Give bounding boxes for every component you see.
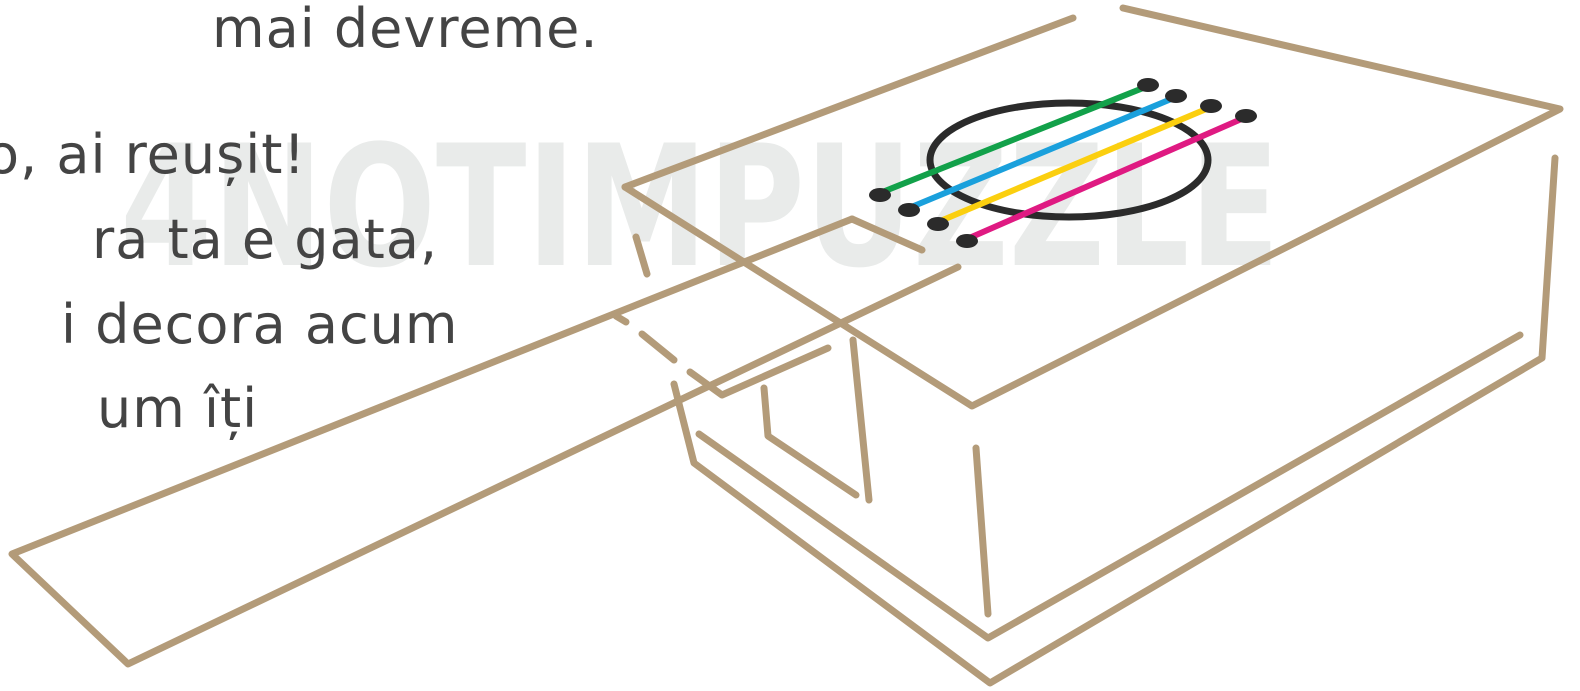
- blue-string-top-peg: [1165, 89, 1187, 103]
- magenta-string-top-peg: [1235, 109, 1257, 123]
- strings: [869, 78, 1257, 248]
- box-outline: [8, 4, 1564, 687]
- green-string: [877, 83, 1151, 196]
- box-right-side: [670, 154, 1559, 687]
- yellow-string-top-peg: [1200, 99, 1222, 113]
- neck-flap-edge: [848, 215, 926, 254]
- yellow-string: [935, 104, 1214, 225]
- lid-left-edge: [621, 14, 1077, 191]
- instruction-line-3: ra ta e gata,: [92, 208, 439, 271]
- slot-edge-3: [686, 344, 832, 399]
- slot-edge-1: [849, 336, 873, 504]
- slot-edge-2: [760, 384, 860, 499]
- magenta-string-bottom-peg: [956, 234, 978, 248]
- hidden-edge-3: [612, 312, 630, 326]
- hidden-edge-1: [632, 233, 651, 278]
- instruction-text: mai devreme. o, ai reușit! ra ta e gata,…: [0, 0, 598, 560]
- hidden-edge-2: [638, 330, 678, 364]
- watermark-text: 4NOTIMPUZZLE: [120, 109, 1280, 305]
- blue-string: [906, 94, 1179, 211]
- box-front-edge: [972, 444, 992, 618]
- neck-flap: [8, 215, 962, 668]
- lid-right-edge: [621, 4, 1564, 410]
- soundhole: [926, 99, 1212, 221]
- green-string-bottom-peg: [869, 188, 891, 202]
- yellow-string-bottom-peg: [927, 217, 949, 231]
- blue-string-bottom-peg: [898, 203, 920, 217]
- green-string-top-peg: [1137, 78, 1159, 92]
- magenta-string: [964, 114, 1249, 242]
- instruction-line-5: um îți: [97, 377, 259, 440]
- instruction-line-1: mai devreme.: [212, 0, 599, 60]
- instruction-line-2: o, ai reușit!: [0, 123, 307, 186]
- instruction-line-4: i decora acum: [61, 293, 459, 356]
- box-inner-bottom: [695, 331, 1524, 642]
